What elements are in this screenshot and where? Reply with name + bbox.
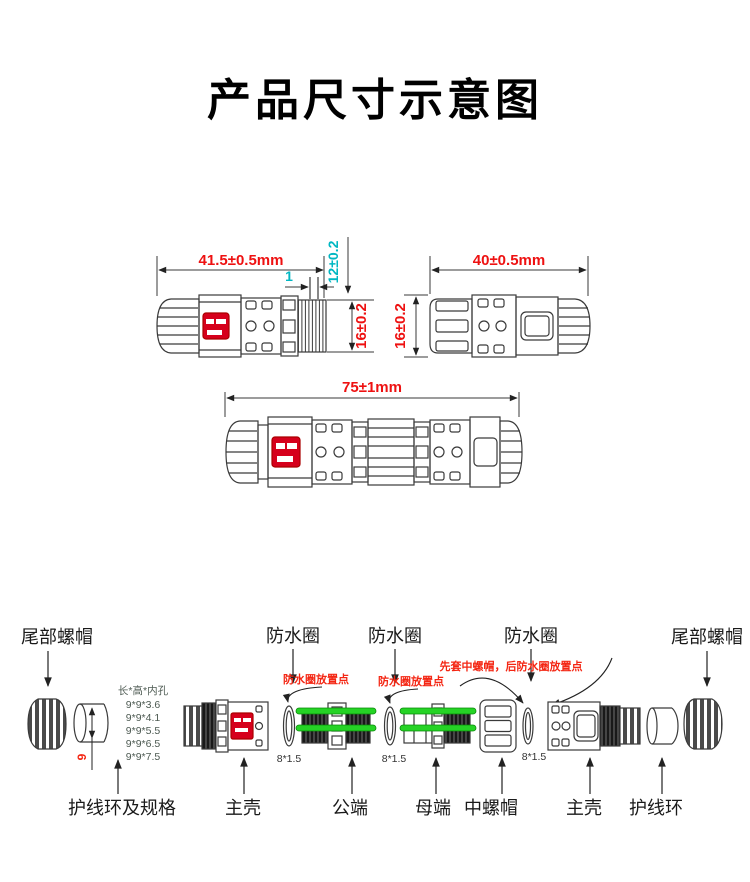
part-oring-3 — [522, 707, 534, 745]
label-seal-1: 防水圈 — [266, 626, 320, 646]
dim-length-b: 40±0.5mm — [473, 252, 545, 269]
dimension-assembled — [224, 392, 520, 417]
label-male-end: 公端 — [332, 798, 368, 818]
spec-row: 9*9*4.1 — [126, 712, 161, 724]
dimension-b — [404, 256, 589, 358]
connector-drawing-assembled — [225, 416, 523, 488]
contact-pins — [399, 707, 477, 732]
label-main-shell-right: 主壳 — [566, 798, 602, 818]
page-title: 产品尺寸示意图 — [207, 76, 543, 125]
part-mid-nut — [479, 699, 517, 753]
connector-drawing-a — [156, 277, 327, 358]
dimension-a — [156, 237, 374, 353]
part-oring-2 — [383, 706, 397, 746]
spec-header: 长*高*内孔 — [118, 684, 169, 697]
label-pointer-arrows-top — [44, 649, 711, 687]
part-cable-ring-right — [646, 707, 679, 745]
oring-size-2: 8*1.5 — [382, 753, 407, 765]
dim-pitch-a: 1 — [285, 268, 293, 284]
label-seal-3: 防水圈 — [504, 626, 558, 646]
part-female-end — [399, 703, 477, 749]
part-tail-nut-left — [27, 698, 67, 750]
part-oring-1 — [282, 705, 296, 747]
label-pointer-arrows-bottom — [114, 757, 666, 794]
note-seal-placement-1: 防水圈放置点 — [283, 672, 349, 686]
contact-pins — [295, 707, 377, 732]
connector-drawing-b — [429, 294, 591, 358]
red-label — [230, 712, 254, 740]
label-main-shell-left: 主壳 — [225, 798, 261, 818]
ring-height-value: 9 — [75, 753, 89, 760]
red-label — [271, 436, 301, 468]
part-tail-nut-right — [683, 698, 723, 750]
spec-row: 9*9*3.6 — [126, 699, 161, 711]
label-mid-nut: 中螺帽 — [464, 798, 518, 818]
dim-length-assembled: 75±1mm — [342, 379, 402, 396]
part-cable-ring-left — [73, 703, 109, 743]
oring-size-1: 8*1.5 — [277, 753, 302, 765]
note-mid-nut-first: 先套中螺帽，后防水圈放置点 — [440, 659, 583, 673]
label-cable-ring-right: 护线环 — [629, 798, 683, 818]
dim-height-b: 16±0.2 — [392, 303, 409, 349]
spec-row: 9*9*5.5 — [126, 725, 161, 737]
spec-row: 9*9*7.5 — [126, 751, 161, 763]
label-tail-nut-right: 尾部螺帽 — [671, 627, 743, 647]
part-main-shell-left — [183, 699, 269, 753]
label-cable-ring-spec: 护线环及规格 — [68, 798, 176, 818]
label-seal-2: 防水圈 — [368, 626, 422, 646]
spec-row: 9*9*6.5 — [126, 738, 161, 750]
part-main-shell-right — [547, 701, 641, 751]
dim-height-a: 16±0.2 — [353, 303, 370, 349]
oring-size-3: 8*1.5 — [522, 751, 547, 763]
label-female-end: 母端 — [415, 798, 451, 818]
dim-thread-a: 12±0.2 — [325, 240, 341, 283]
label-tail-nut-left: 尾部螺帽 — [21, 627, 93, 647]
dim-length-a: 41.5±0.5mm — [199, 252, 284, 269]
part-male-end — [295, 702, 377, 750]
note-seal-placement-2: 防水圈放置点 — [378, 674, 444, 688]
red-label — [202, 312, 230, 340]
